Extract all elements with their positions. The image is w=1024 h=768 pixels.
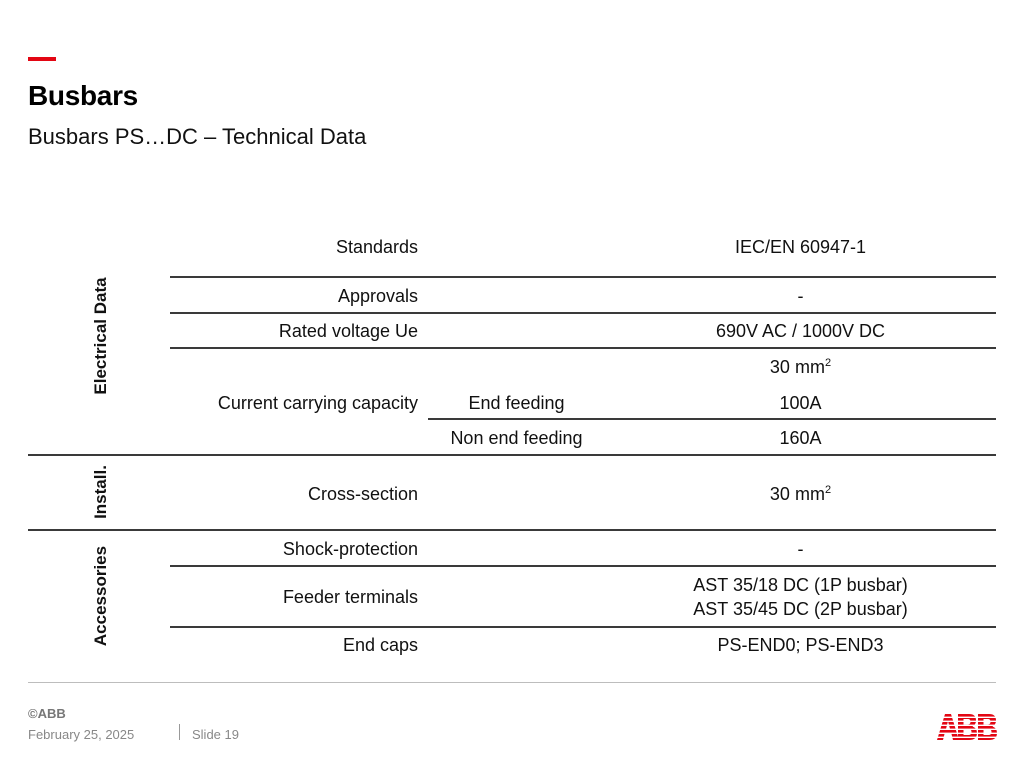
row-divider [170,565,996,567]
page-subtitle: Busbars PS…DC – Technical Data [28,124,367,149]
section-label-install: Install. [91,465,110,519]
row-label-standards: Standards [335,237,418,257]
row-value-end-caps: PS-END0; PS-END3 [717,635,884,655]
row-sublabel-non-end-feeding: Non end feeding [450,428,583,448]
section-divider [28,529,996,531]
row-value-non-end-feeding: 160A [779,428,822,448]
row-divider [428,418,996,420]
row-divider [170,626,996,628]
row-label-cross-section: Cross-section [307,484,418,504]
row-divider [170,347,996,349]
row-divider [170,312,996,314]
row-value-cross-section: 30 mm2 [769,484,832,504]
row-label-approvals: Approvals [337,286,418,306]
row-label-end-caps: End caps [342,635,418,655]
footer-separator [179,724,180,740]
title-accent-bar [28,57,56,61]
footer-date: February 25, 2025 [28,727,135,742]
row-value-end-feeding: 100A [779,393,822,413]
section-divider [28,454,996,456]
row-value-feeder-terminals-2p: AST 35/45 DC (2P busbar) [693,599,908,619]
footer-slide-number: Slide 19 [192,727,239,742]
row-value-feeder-terminals-1p: AST 35/18 DC (1P busbar) [693,575,908,595]
row-label-feeder-terminals: Feeder terminals [282,587,418,607]
page-title: Busbars [28,80,138,111]
row-value-approvals: - [797,286,804,306]
row-label-shock-protection: Shock-protection [282,539,418,559]
footer-copyright: ©ABB [28,706,66,721]
row-label-rated-voltage: Rated voltage Ue [278,321,418,341]
row-value-standards: IEC/EN 60947-1 [734,237,867,257]
abb-logo [937,714,997,740]
row-sublabel-end-feeding: End feeding [468,393,565,413]
section-label-accessories: Accessories [91,545,110,647]
footer-divider [28,682,996,683]
row-divider [170,276,996,278]
row-value-current-cross-section: 30 mm2 [769,357,832,377]
row-value-shock-protection: - [797,539,804,559]
row-label-current-capacity: Current carrying capacity [217,393,418,413]
section-label-electrical: Electrical Data [91,277,110,395]
row-value-rated-voltage: 690V AC / 1000V DC [715,321,886,341]
